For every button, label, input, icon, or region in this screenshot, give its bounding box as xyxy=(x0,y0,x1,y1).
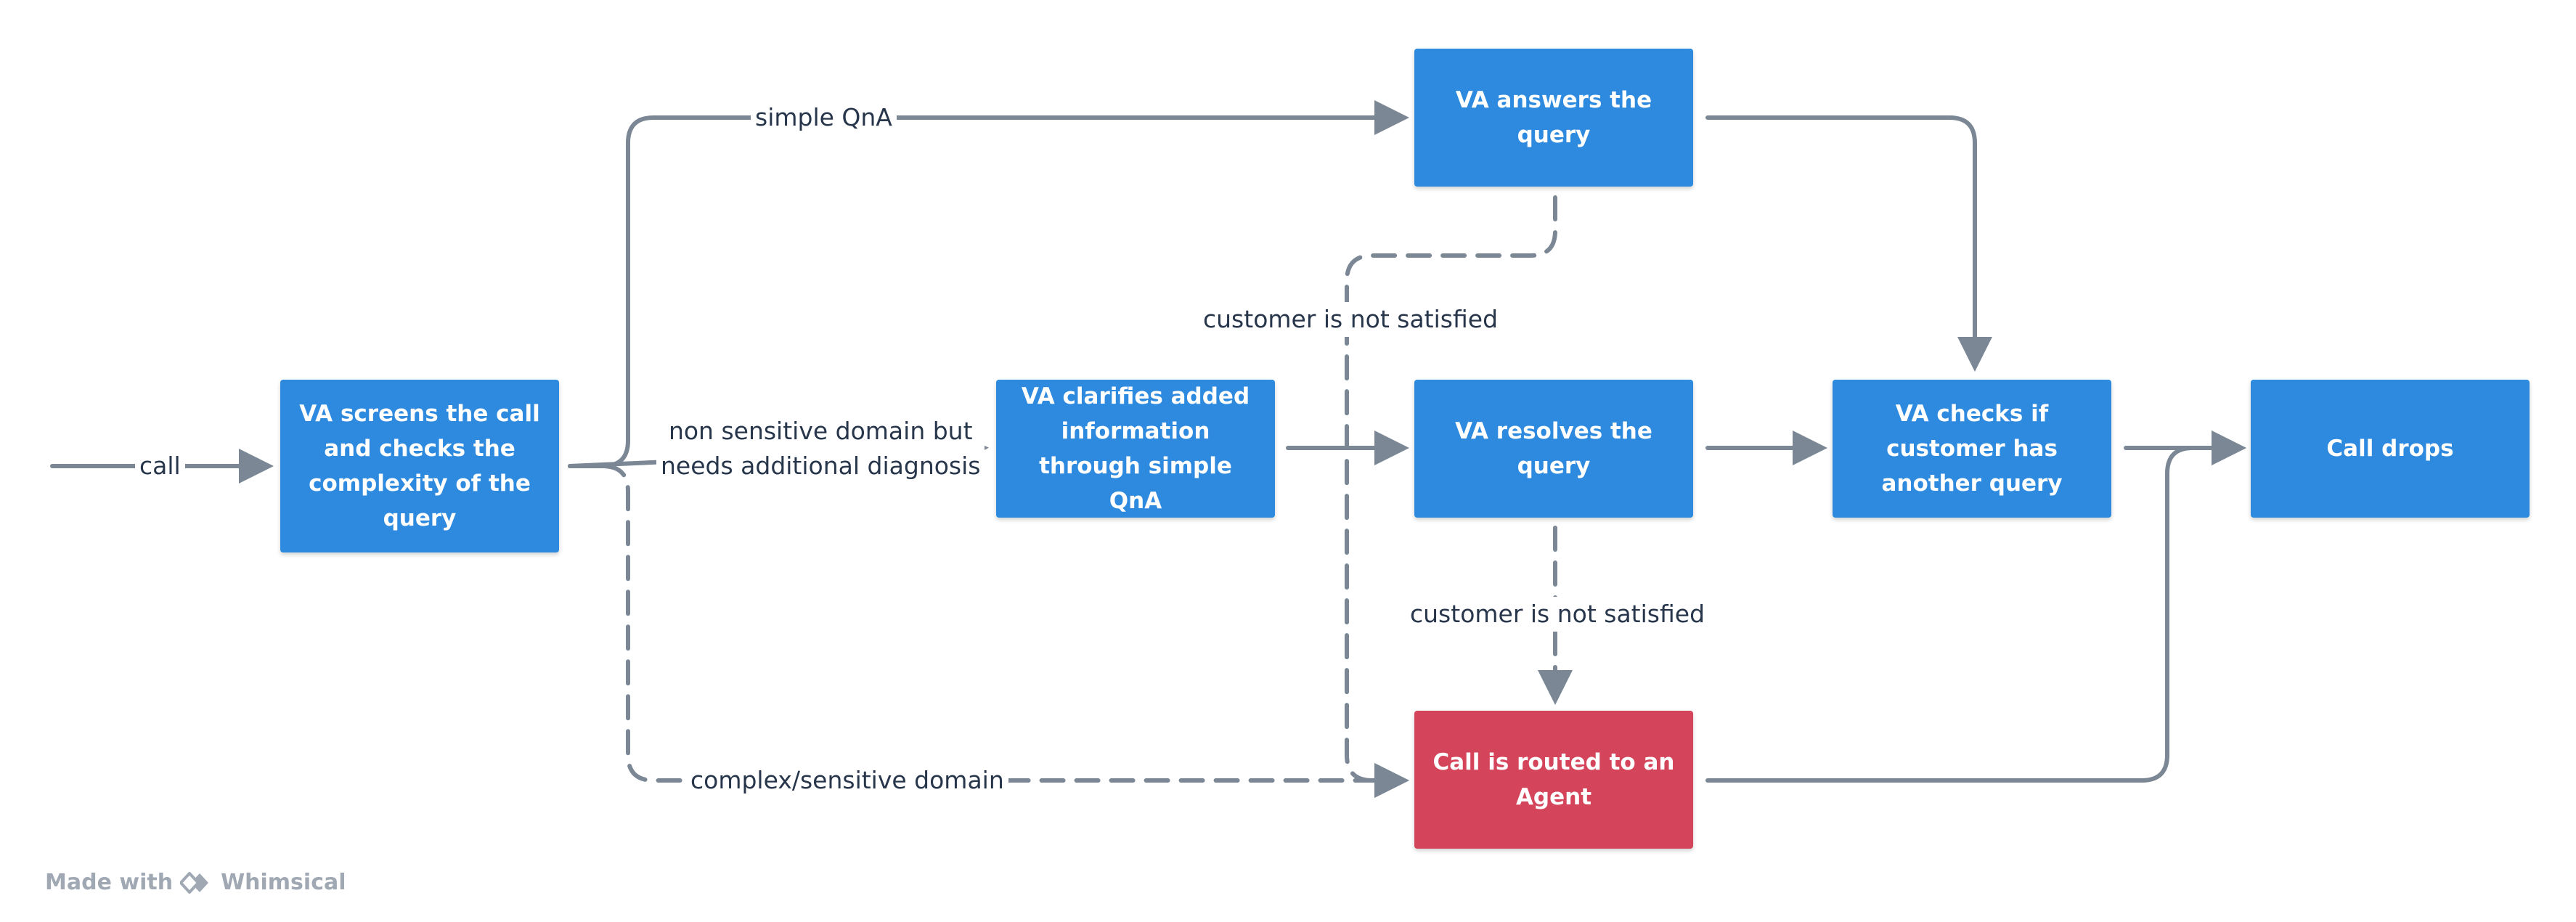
node-va-clarifies[interactable]: VA clarifies added information through s… xyxy=(996,380,1275,518)
whimsical-logo-icon xyxy=(180,871,209,894)
node-va-checks-label: VA checks if customer has another query xyxy=(1881,401,2063,497)
edge-answers-checks xyxy=(1705,115,1992,372)
edge-label-call: call xyxy=(135,449,185,484)
edge-agent-drops xyxy=(1705,431,2246,783)
node-va-resolves-label: VA resolves the query xyxy=(1455,418,1652,479)
node-va-screens-label: VA screens the call and checks the compl… xyxy=(299,401,540,531)
edge-label-not-satisfied-mid: customer is not satisfied xyxy=(1406,597,1710,632)
edge-answers-agent xyxy=(1345,195,1557,798)
node-va-answers-label: VA answers the query xyxy=(1455,87,1652,148)
edge-label-simple-qna: simple QnA xyxy=(751,100,897,135)
node-va-resolves[interactable]: VA resolves the query xyxy=(1414,380,1693,518)
node-routed-agent-label: Call is routed to an Agent xyxy=(1432,749,1675,810)
edge-label-complex: complex/sensitive domain xyxy=(686,763,1008,798)
edge-label-not-satisfied-top: customer is not satisfied xyxy=(1199,302,1503,337)
watermark-brand: Whimsical xyxy=(221,870,346,895)
watermark[interactable]: Made with Whimsical xyxy=(45,870,346,895)
edge-label-non-sensitive-line2: needs additional diagnosis xyxy=(661,452,981,480)
node-call-drops[interactable]: Call drops xyxy=(2251,380,2530,518)
watermark-prefix: Made with xyxy=(45,870,174,895)
node-va-clarifies-label: VA clarifies added information through s… xyxy=(1021,383,1250,514)
node-routed-agent[interactable]: Call is routed to an Agent xyxy=(1414,711,1693,849)
edge-label-non-sensitive-line1: non sensitive domain but xyxy=(668,417,973,445)
node-va-screens[interactable]: VA screens the call and checks the compl… xyxy=(280,380,559,552)
node-va-answers[interactable]: VA answers the query xyxy=(1414,49,1693,187)
node-call-drops-label: Call drops xyxy=(2326,436,2454,462)
edge-complex xyxy=(568,464,1409,798)
node-va-checks[interactable]: VA checks if customer has another query xyxy=(1833,380,2111,518)
edge-label-non-sensitive: non sensitive domain but needs additiona… xyxy=(656,414,985,484)
